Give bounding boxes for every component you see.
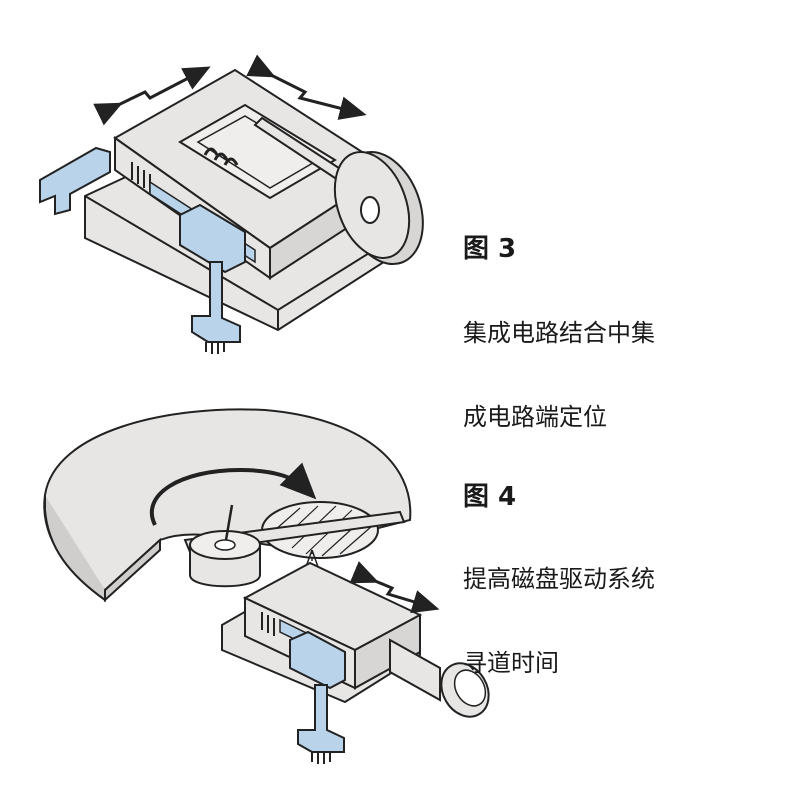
fig3-inner-platform: [178, 103, 337, 200]
fig3-connector: [179, 203, 246, 354]
fig3-coils: [203, 147, 239, 166]
figure-4-title: 图 4: [463, 482, 517, 512]
fig3-left-bracket: [39, 146, 111, 216]
figure-4-illustration: [43, 408, 490, 764]
figure-3-caption-line-2: 成电路端定位: [463, 403, 607, 431]
figure-4-caption-line-2: 寻道时间: [463, 649, 559, 677]
figure-4-caption: 提高磁盘驱动系统 寻道时间: [463, 516, 655, 726]
figure-3-caption: 集成电路结合中集 成电路端定位: [463, 270, 655, 480]
figure-3-illustration: [39, 54, 424, 354]
figure-3-caption-line-1: 集成电路结合中集: [463, 319, 655, 347]
fig4-shaft: [389, 638, 490, 718]
fig4-rotation-arrow: [149, 462, 317, 526]
fig4-motion-arrow: [349, 561, 440, 614]
fig4-connector: [289, 630, 346, 764]
figure-4-caption-line-1: 提高磁盘驱动系统: [463, 565, 655, 593]
fig3-rotary-disk: [333, 150, 424, 266]
fig4-spindle-motor: [189, 504, 261, 588]
fig3-motion-arrows: [93, 54, 367, 126]
figure-3-title: 图 3: [463, 234, 517, 264]
